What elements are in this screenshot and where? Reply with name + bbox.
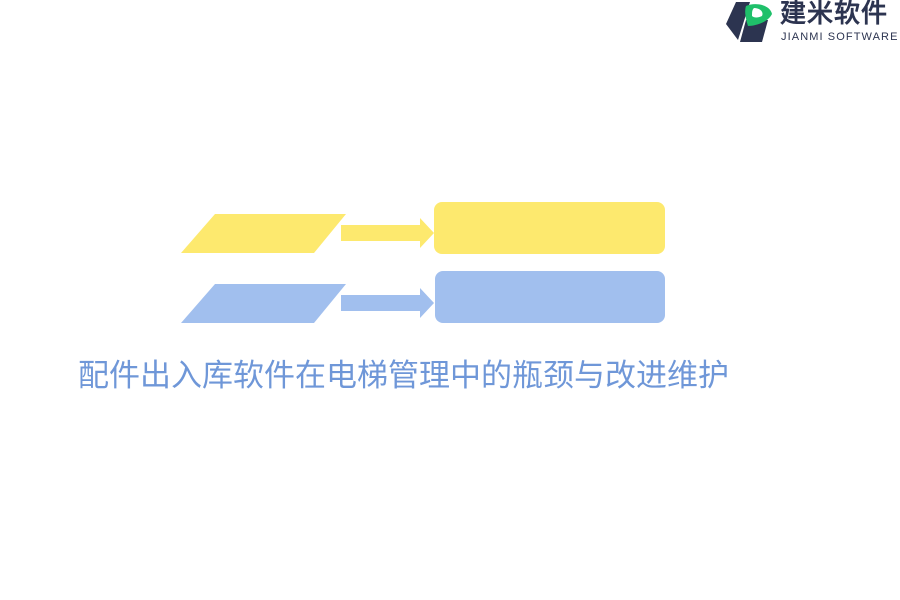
page-title: 配件出入库软件在电梯管理中的瓶颈与改进维护 [78, 358, 729, 394]
logo: 建米软件 JIANMI SOFTWARE [724, 0, 900, 48]
parallelogram-1 [181, 214, 346, 253]
box-1 [434, 202, 665, 254]
parallelogram-2 [181, 284, 346, 323]
logo-name-cn: 建米软件 [780, 0, 889, 29]
box-2 [435, 271, 665, 323]
arrow-1 [341, 218, 434, 248]
arrow-2 [341, 288, 434, 318]
jianmi-logo-icon [726, 2, 772, 42]
logo-name-en: JIANMI SOFTWARE [781, 31, 899, 43]
